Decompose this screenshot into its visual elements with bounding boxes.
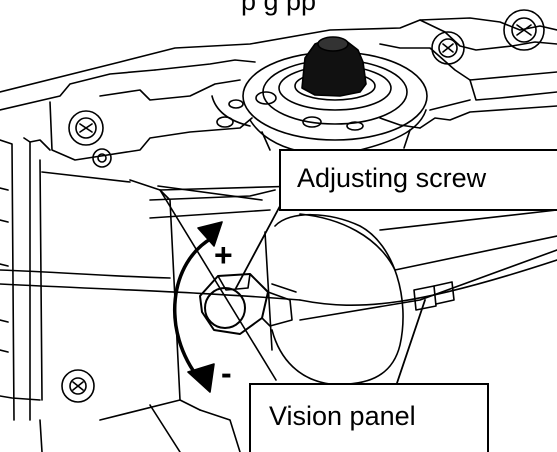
top-right-screw: [431, 31, 465, 65]
far-right-screw: [503, 9, 545, 51]
vision-panel-window: [413, 281, 455, 311]
bottom-screw: [61, 369, 95, 403]
knurled-knob: [301, 36, 367, 97]
vision-panel-callout: Vision panel: [249, 383, 489, 452]
adjustment-arc-arrow: [172, 221, 223, 393]
vision-panel-label: Vision panel: [269, 401, 416, 431]
adjusting-screw-hex: [199, 273, 297, 335]
plus-sign: +: [214, 237, 233, 273]
adjusting-screw-callout: Adjusting screw: [279, 149, 557, 211]
adjusting-screw-leader: [235, 205, 281, 289]
roller-cylinder: [264, 209, 557, 386]
adjusting-screw-label: Adjusting screw: [297, 163, 487, 193]
vision-panel-leader: [395, 299, 426, 387]
housing-body: [0, 137, 557, 452]
minus-sign: -: [221, 355, 232, 391]
top-left-screw: [68, 110, 104, 146]
cropped-caption-text: p g pp: [240, 0, 317, 16]
top-cover-plate: [0, 17, 557, 161]
small-screw: [92, 148, 112, 168]
